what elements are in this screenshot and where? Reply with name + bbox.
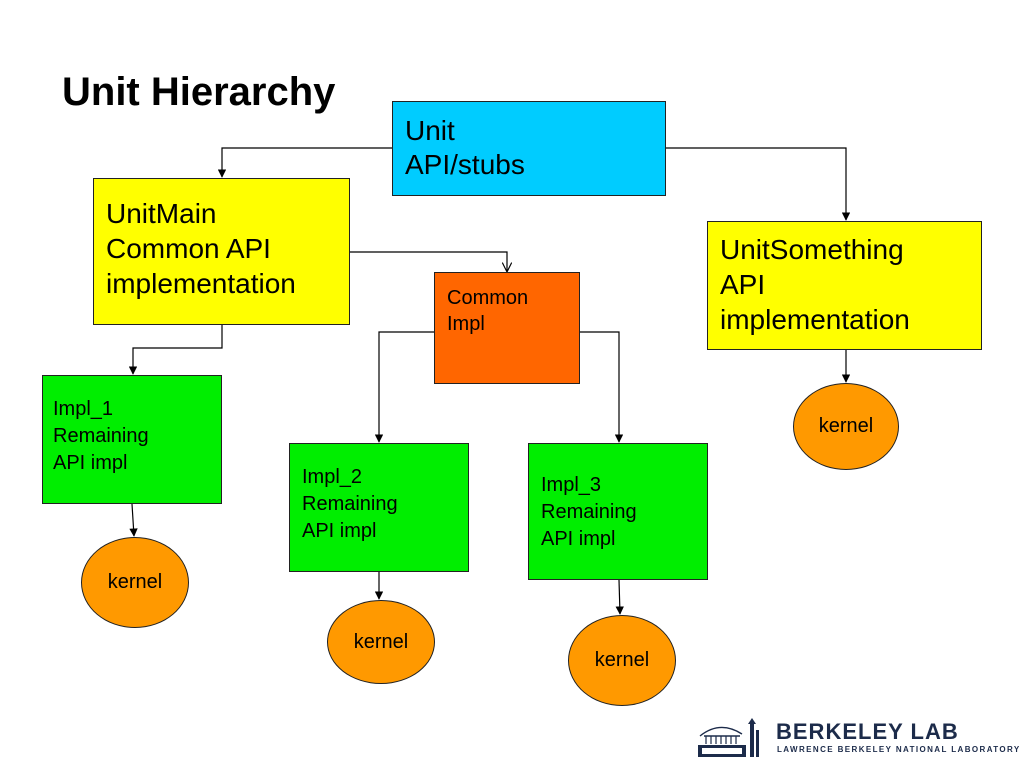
box-line: Impl_2 xyxy=(302,466,363,488)
kernel-node-impl-3: kernel xyxy=(568,615,676,706)
unitsomething-box: UnitSomething API implementation xyxy=(707,221,982,350)
kernel-label: kernel xyxy=(353,630,409,653)
box-line: UnitMain xyxy=(106,198,217,229)
box-line: API/stubs xyxy=(405,149,525,180)
connector-impl3-to-kernel xyxy=(615,579,624,615)
box-line: Remaining xyxy=(302,493,398,515)
slide-title: Unit Hierarchy xyxy=(62,70,336,114)
connector-unit-to-unitmain xyxy=(217,147,392,178)
kernel-label: kernel xyxy=(818,415,874,437)
box-line: Remaining xyxy=(53,425,149,447)
box-line: API impl xyxy=(53,452,128,474)
kernel-node-unitsomething: kernel xyxy=(793,383,899,470)
impl-3-box: Impl_3 Remaining API impl xyxy=(528,443,708,580)
connector-commonimpl-to-impl3 xyxy=(580,331,624,443)
logo-name: BERKELEY LAB xyxy=(776,719,959,744)
box-line: implementation xyxy=(106,268,296,299)
box-line: UnitSomething xyxy=(720,234,904,265)
connector-impl1-to-kernel xyxy=(129,503,138,537)
logo-subtitle: LAWRENCE BERKELEY NATIONAL LABORATORY xyxy=(777,745,1021,754)
connector-unit-to-unitsomething xyxy=(666,147,851,221)
kernel-label: kernel xyxy=(107,571,163,593)
connector-unitmain-to-impl1 xyxy=(128,325,223,375)
box-line: implementation xyxy=(720,304,910,335)
kernel-node-impl-1: kernel xyxy=(81,537,189,628)
connector-unitmain-to-commonimpl xyxy=(350,251,507,271)
box-line: Impl_3 xyxy=(541,474,602,496)
box-line: Common xyxy=(447,287,529,309)
impl-2-box: Impl_2 Remaining API impl xyxy=(289,443,469,572)
kernel-node-impl-2: kernel xyxy=(327,600,435,684)
box-line: API xyxy=(720,269,766,300)
unit-api-stubs-box: Unit API/stubs xyxy=(392,101,666,196)
box-line: Impl xyxy=(447,313,485,335)
common-impl-box: Common Impl xyxy=(434,272,580,384)
box-line: Remaining xyxy=(541,501,637,523)
berkeley-lab-building-icon xyxy=(698,718,759,757)
connector-commonimpl-to-impl2 xyxy=(374,331,434,443)
box-line: API impl xyxy=(302,520,377,542)
box-line: Unit xyxy=(405,115,455,146)
impl-1-box: Impl_1 Remaining API impl xyxy=(42,375,222,504)
box-line: Common API xyxy=(106,233,271,264)
unitmain-box: UnitMain Common API implementation xyxy=(93,178,350,325)
berkeley-lab-logo: BERKELEY LAB LAWRENCE BERKELEY NATIONAL … xyxy=(696,714,1019,764)
box-line: API impl xyxy=(541,528,616,550)
kernel-label: kernel xyxy=(594,649,650,671)
box-line: Impl_1 xyxy=(53,398,114,420)
